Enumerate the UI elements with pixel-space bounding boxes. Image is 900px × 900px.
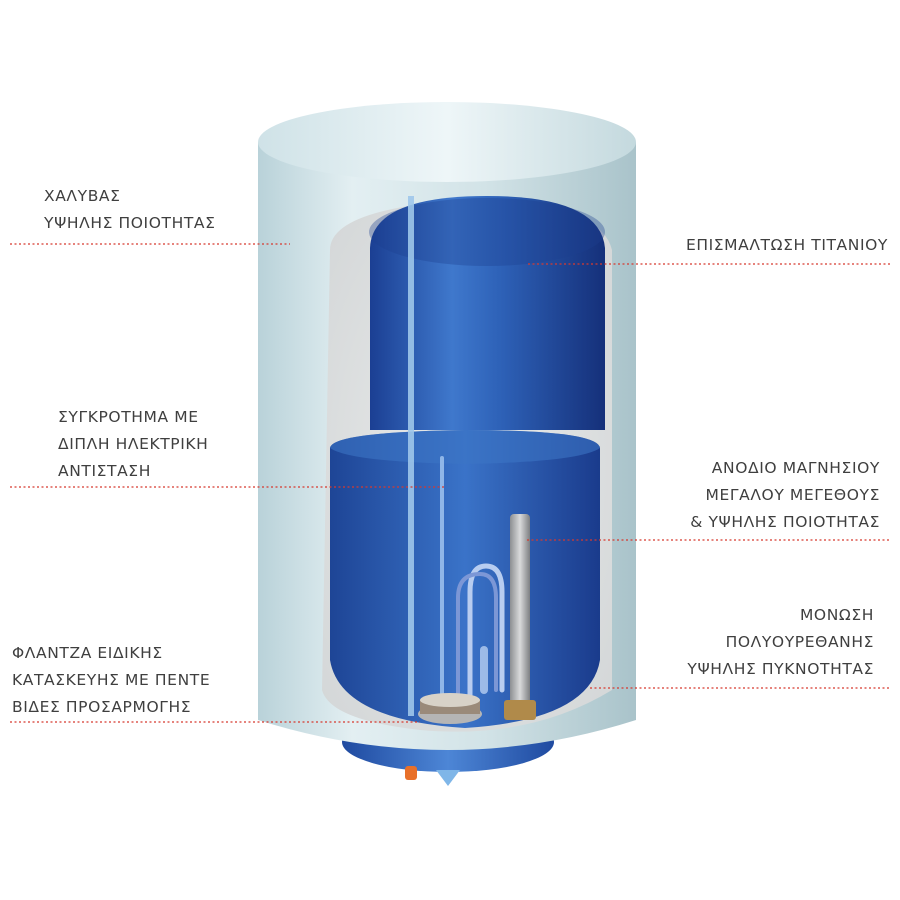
- thermostat-rod: [408, 196, 414, 716]
- heating-element: [440, 456, 505, 703]
- drain-tip: [436, 770, 460, 786]
- leader-lines: [10, 243, 890, 723]
- tank-top-shade: [369, 198, 605, 266]
- shell-top: [258, 102, 636, 182]
- label-heater-assembly: ΣΥΓΚΡΟΤΗΜΑ ΜΕ ΔΙΠΛΗ ΗΛΕΚΤΡΙΚΗ ΑΝΤΙΣΤΑΣΗ: [58, 408, 209, 480]
- label-flange: ΦΛΑΝΤΖΑ ΕΙΔΙΚΗΣ ΚΑΤΑΣΚΕΥΗΣ ΜΕ ΠΕΝΤΕ ΒΙΔΕ…: [12, 644, 211, 716]
- label-magnesium-anode: ΑΝΟΔΙΟ ΜΑΓΝΗΣΙΟΥ ΜΕΓΑΛΟΥ ΜΕΓΕΘΟΥΣ & ΥΨΗΛ…: [690, 459, 880, 531]
- anode-fitting: [504, 700, 536, 720]
- indicator-knob: [405, 766, 417, 780]
- label-steel: ΧΑΛΥΒΑΣ ΥΨΗΛΗΣ ΠΟΙΟΤΗΤΑΣ: [44, 187, 216, 232]
- lower-tank-rim: [330, 430, 600, 464]
- label-titanium-enamel: ΕΠΙΣΜΑΛΤΩΣΗ ΤΙΤΑΝΙΟΥ: [685, 236, 888, 254]
- magnesium-anode: [510, 514, 530, 708]
- label-insulation: ΜΟΝΩΣΗ ΠΟΛΥΟΥΡΕΘΑΝΗΣ ΥΨΗΛΗΣ ΠΥΚΝΟΤΗΤΑΣ: [687, 606, 874, 678]
- flange-top: [420, 693, 480, 707]
- upper-tank: [370, 196, 605, 430]
